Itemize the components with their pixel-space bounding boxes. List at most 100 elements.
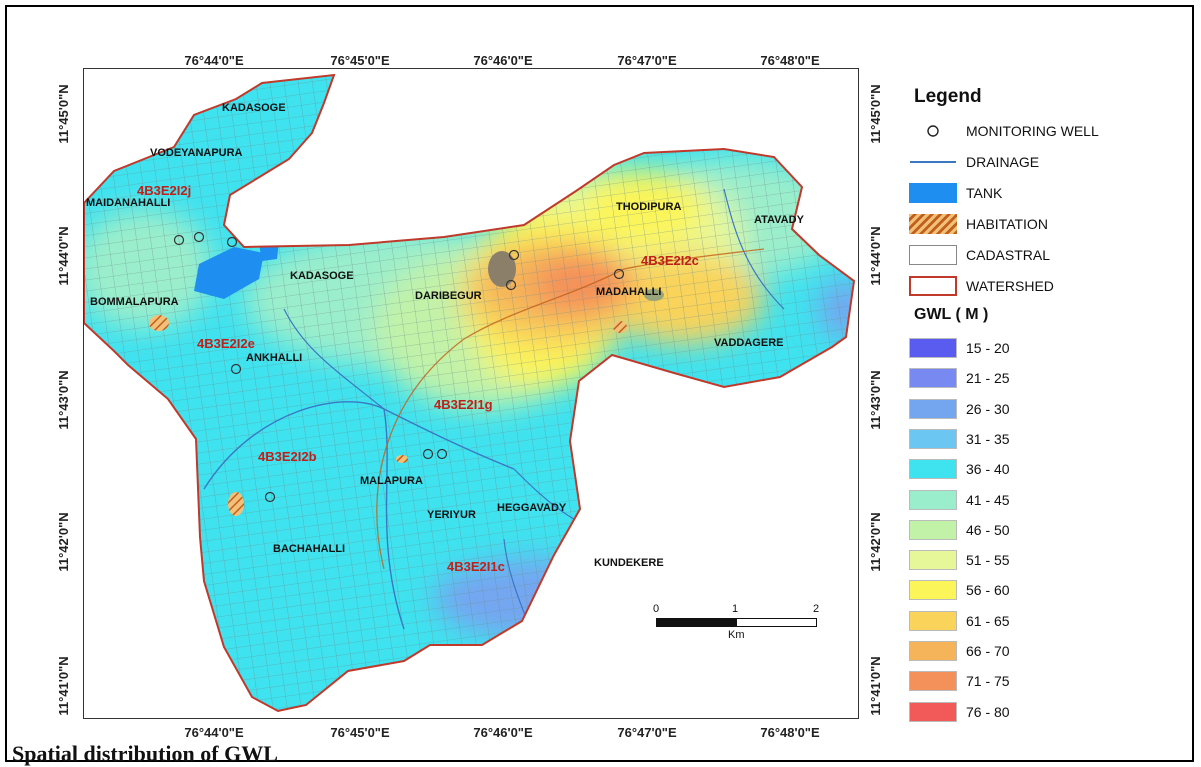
lat-label-right: 11°45'0"N — [868, 84, 883, 144]
figure-frame — [5, 5, 1194, 762]
gwl-class-label: 41 - 45 — [966, 491, 1010, 508]
hatch-icon — [909, 214, 957, 234]
code-label: 4B3E2I2c — [641, 253, 699, 268]
gwl-class-label: 66 - 70 — [966, 643, 1010, 659]
legend-item: WATERSHED — [908, 274, 1054, 298]
gwl-title: GWL ( M ) — [914, 306, 989, 323]
scale-tick: 2 — [813, 603, 820, 615]
place-label: BACHAHALLI — [273, 543, 346, 555]
gwl-swatch — [909, 701, 957, 722]
gwl-swatch — [909, 428, 957, 449]
gwl-class-label: 76 - 80 — [966, 703, 1010, 720]
scale-unit: Km — [728, 629, 745, 641]
lat-label-left: 11°41'0"N — [56, 656, 71, 716]
legend: Legend MONITORING WELL DRAINAGE TANK HAB… — [908, 86, 1178, 722]
legend-label: TANK — [966, 185, 1003, 201]
gwl-class-label: 71 - 75 — [966, 673, 1010, 690]
legend-label: MONITORING WELL — [966, 123, 1099, 139]
lon-label-bottom: 76°44'0"E — [184, 725, 244, 740]
place-label: ATAVADY — [754, 214, 804, 226]
watershed-boundary — [84, 73, 856, 713]
gwl-swatch — [909, 338, 957, 358]
line-icon — [910, 161, 956, 163]
scale-tick: 1 — [732, 603, 739, 615]
map-panel — [83, 68, 859, 719]
legend-item: TANK — [908, 181, 1002, 205]
gwl-class-label: 56 - 60 — [966, 582, 1010, 599]
gwl-class-item: 21 - 25 — [908, 366, 1010, 390]
gwl-class-item: 31 - 35 — [908, 427, 1010, 451]
place-label: MAIDANAHALLI — [86, 197, 171, 209]
fill-icon — [909, 183, 957, 203]
place-label: YERIYUR — [427, 509, 476, 521]
gwl-class-label: 61 - 65 — [966, 612, 1010, 629]
figure-caption: Spatial distribution of GWL — [12, 741, 278, 766]
legend-item: HABITATION — [908, 212, 1048, 236]
gwl-swatch — [909, 489, 957, 510]
code-label: 4B3E2I1c — [447, 559, 505, 574]
lon-label-top: 76°47'0"E — [617, 53, 677, 68]
lon-label-bottom: 76°47'0"E — [617, 725, 677, 740]
lat-label-left: 11°43'0"N — [56, 370, 71, 430]
lat-label-left: 11°42'0"N — [56, 512, 71, 572]
place-label: VADDAGERE — [714, 337, 784, 349]
lon-label-top: 76°46'0"E — [473, 53, 533, 68]
gwl-swatch — [909, 610, 957, 631]
gwl-class-label: 51 - 55 — [966, 552, 1010, 569]
gwl-class-label: 26 - 30 — [966, 400, 1010, 417]
lat-label-right: 11°42'0"N — [868, 512, 883, 572]
legend-label: WATERSHED — [966, 278, 1054, 294]
lon-label-top: 76°44'0"E — [184, 53, 244, 68]
monitoring-wells — [173, 231, 625, 503]
gwl-class-item: 76 - 80 — [908, 700, 1010, 724]
place-label: BOMMALAPURA — [90, 296, 179, 308]
gwl-class-item: 46 - 50 — [908, 518, 1010, 542]
legend-title: Legend — [914, 86, 982, 107]
legend-item: DRAINAGE — [908, 150, 1039, 174]
place-label: MALAPURA — [360, 475, 423, 487]
place-label: HEGGAVADY — [497, 502, 567, 514]
gwl-swatch — [909, 671, 957, 692]
code-label: 4B3E2I2e — [197, 336, 255, 351]
legend-item: CADASTRAL — [908, 243, 1050, 267]
gwl-class-item: 66 - 70 — [908, 639, 1010, 663]
gwl-swatch — [909, 459, 957, 480]
scale-segment-dark — [656, 618, 736, 627]
gwl-class-item: 61 - 65 — [908, 609, 1010, 633]
place-label: ANKHALLI — [246, 352, 303, 364]
gwl-swatch — [909, 398, 957, 419]
gwl-swatch — [909, 580, 957, 601]
gwl-class-item: 26 - 30 — [908, 397, 1010, 421]
gwl-class-item: 15 - 20 — [908, 336, 1010, 360]
gwl-class-label: 46 - 50 — [966, 521, 1010, 538]
code-label: 4B3E2I2b — [258, 449, 317, 464]
scale-tick: 0 — [653, 603, 660, 615]
gwl-class-item: 51 - 55 — [908, 548, 1010, 572]
lat-label-right: 11°43'0"N — [868, 370, 883, 430]
place-label: THODIPURA — [616, 201, 682, 213]
code-label: 4B3E2I1g — [434, 397, 493, 412]
outline-icon — [909, 245, 957, 265]
place-label: MADAHALLI — [596, 286, 662, 298]
lon-label-bottom: 76°46'0"E — [473, 725, 533, 740]
circle-icon — [927, 125, 939, 137]
lat-label-right: 11°41'0"N — [868, 656, 883, 716]
place-label: KADASOGE — [290, 270, 354, 282]
legend-item: MONITORING WELL — [908, 119, 1099, 143]
gwl-class-item: 56 - 60 — [908, 578, 1010, 602]
lon-label-bottom: 76°48'0"E — [760, 725, 820, 740]
place-label: DARIBEGUR — [415, 290, 482, 302]
code-label: 4B3E2I2j — [137, 183, 192, 198]
gwl-map — [84, 73, 856, 713]
lat-label-left: 11°44'0"N — [56, 226, 71, 286]
place-label: KADASOGE — [222, 102, 286, 114]
legend-label: CADASTRAL — [966, 247, 1051, 263]
gwl-class-item: 36 - 40 — [908, 457, 1010, 481]
gwl-class-label: 31 - 35 — [966, 430, 1010, 447]
lat-label-left: 11°45'0"N — [56, 84, 71, 144]
lon-label-top: 76°45'0"E — [330, 53, 390, 68]
scale-segment-light — [736, 618, 817, 627]
outline-icon — [909, 276, 957, 296]
gwl-class-label: 36 - 40 — [966, 461, 1010, 478]
gwl-swatch — [909, 519, 957, 540]
